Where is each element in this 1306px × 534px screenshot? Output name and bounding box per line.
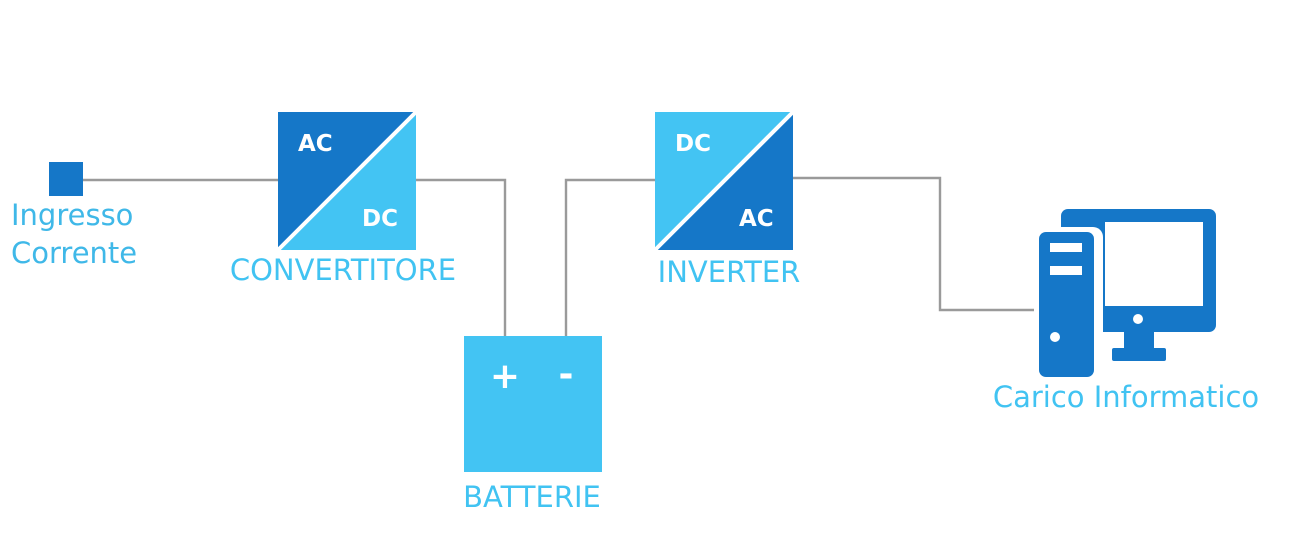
load-label: Carico Informatico	[993, 380, 1259, 414]
monitor-power-dot	[1133, 314, 1143, 324]
inverter-block: DC AC INVERTER	[653, 110, 801, 289]
power-input: Ingresso Corrente	[11, 162, 137, 270]
converter-top-text: AC	[298, 131, 333, 157]
input-label-line1: Ingresso	[11, 198, 133, 232]
monitor-stand-neck	[1124, 332, 1154, 348]
wire-converter-to-battery-plus	[416, 178, 507, 336]
tower-power-dot	[1050, 332, 1060, 342]
battery-minus-sign: -	[559, 354, 574, 395]
it-load: Carico Informatico	[993, 209, 1259, 414]
wire-inverter-to-load	[793, 176, 1040, 312]
converter-block: AC DC CONVERTITORE	[230, 110, 456, 287]
input-label-line2: Corrente	[11, 236, 137, 270]
wires	[83, 176, 1040, 336]
input-square-icon	[49, 162, 83, 196]
battery-box	[464, 336, 602, 472]
wire-battery-minus-to-inverter	[564, 178, 655, 336]
monitor-screen	[1105, 222, 1203, 306]
tower-drive-2	[1050, 266, 1082, 275]
inverter-bottom-text: AC	[739, 206, 774, 232]
monitor-stand-base	[1112, 348, 1166, 361]
inverter-diagonal	[653, 110, 795, 252]
inverter-label: INVERTER	[658, 255, 801, 289]
tower-case	[1039, 232, 1094, 377]
battery-block: + - BATTERIE	[463, 336, 602, 514]
converter-bottom-text: DC	[362, 206, 398, 232]
battery-label: BATTERIE	[463, 480, 601, 514]
inverter-top-text: DC	[675, 131, 711, 157]
tower-drive-1	[1050, 243, 1082, 252]
desktop-computer-icon	[1034, 209, 1216, 383]
converter-label: CONVERTITORE	[230, 253, 456, 287]
battery-plus-sign: +	[490, 356, 520, 397]
converter-diagonal	[276, 110, 418, 252]
